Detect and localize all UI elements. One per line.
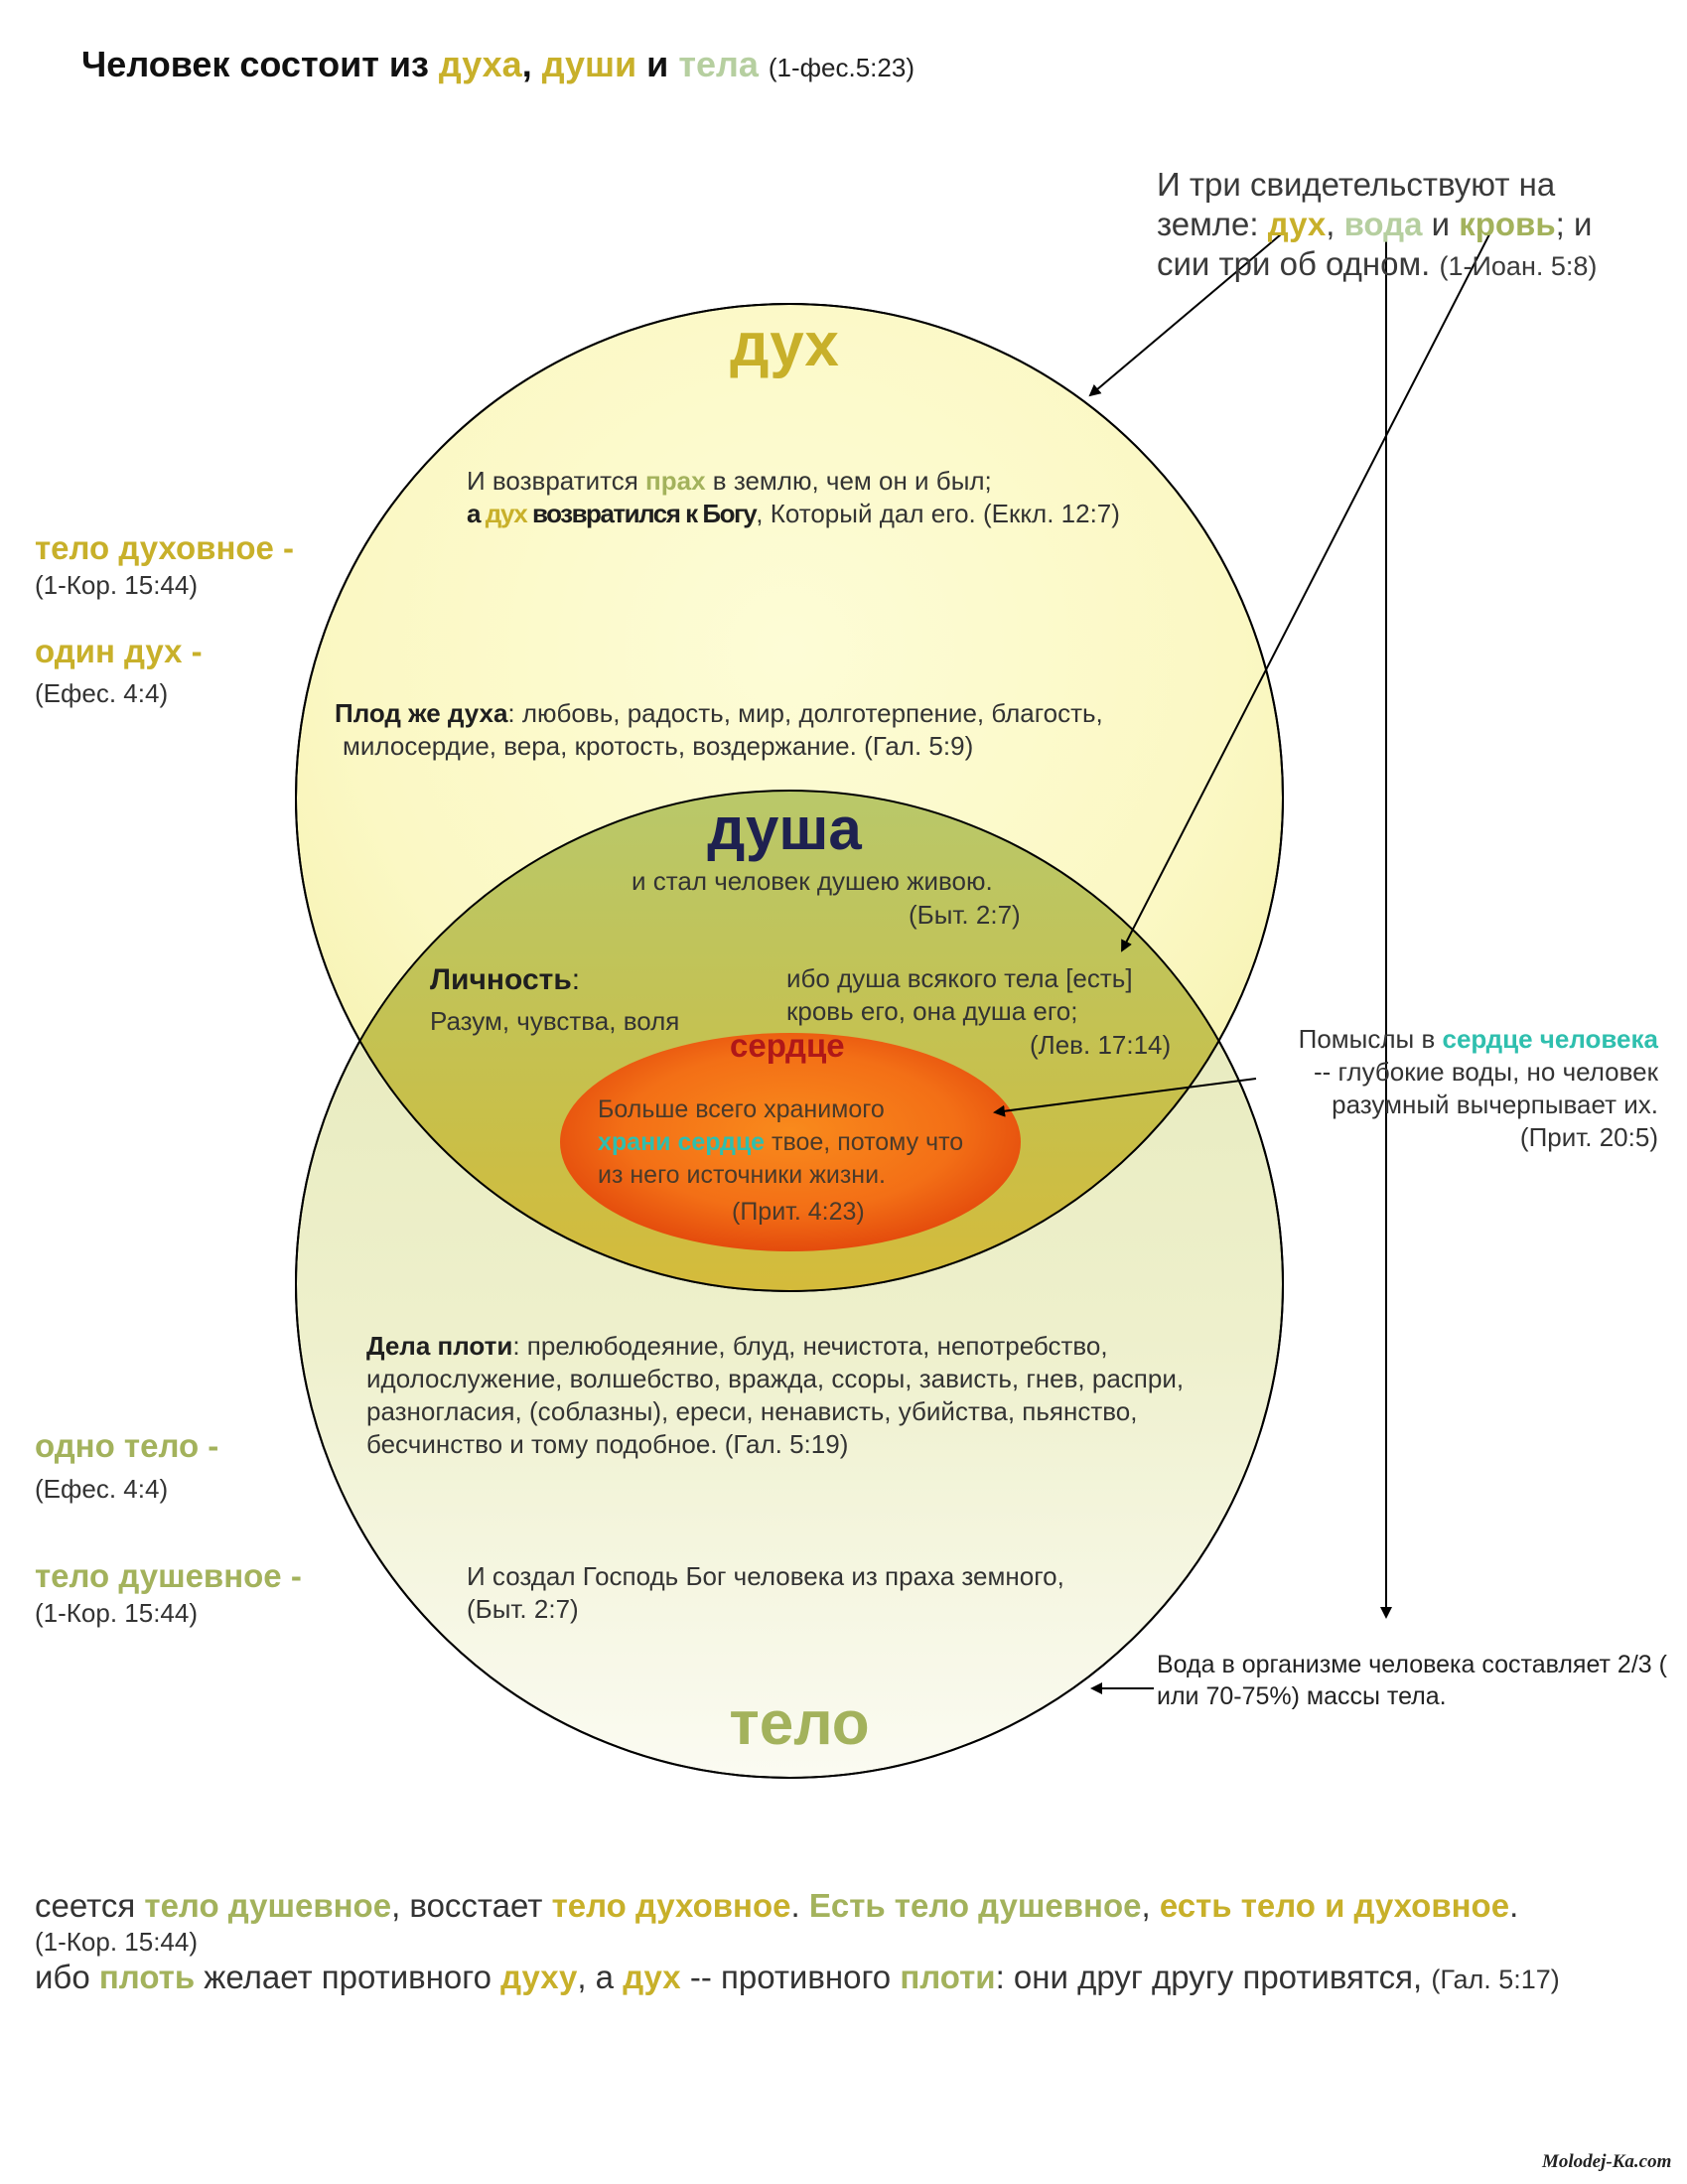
page-title: Человек состоит из духа, души и тела (1-…: [81, 44, 914, 84]
arrow-blood: [1121, 233, 1490, 952]
ref-one-body: (Ефес. 4:4): [35, 1474, 169, 1504]
title-ref: (1-фес.5:23): [768, 53, 914, 82]
genesis-dust-quote: И создал Господь Бог человека из праха з…: [467, 1561, 1064, 1624]
soul-lens: [296, 791, 1283, 1291]
genesis-living-soul: и стал человек душею живою.: [632, 866, 993, 896]
label-one-spirit: один дух -: [35, 633, 203, 669]
label-spiritual-body: тело духовное -: [35, 529, 295, 566]
arrow-spirit: [1088, 233, 1282, 397]
ref-spiritual-body: (1-Кор. 15:44): [35, 570, 199, 600]
proverb-deep-waters: Помыслы в сердце человека -- глубокие во…: [1298, 1024, 1658, 1152]
fruit-of-spirit: Плод же духа: любовь, радость, мир, долг…: [335, 698, 1103, 761]
leviticus-ref: (Лев. 17:14): [1030, 1030, 1172, 1060]
works-of-flesh: Дела плоти: прелюбодеяние, блуд, нечисто…: [366, 1331, 1185, 1459]
personality-text: Разум, чувства, воля: [430, 1006, 680, 1036]
water-note: Вода в организме человека составляет 2/3…: [1157, 1651, 1667, 1710]
heart-ellipse: [560, 1033, 1021, 1251]
corinthians-ref: (1-Кор. 15:44): [35, 1927, 199, 1957]
corinthians-quote: сеется тело душевное, восстает тело духо…: [35, 1887, 1519, 1924]
three-witnesses-quote: И три свидетельствуют на земле: дух, вод…: [1157, 166, 1598, 282]
genesis-living-soul-ref: (Быт. 2:7): [909, 900, 1021, 930]
leviticus-quote: ибо душа всякого тела [есть] кровь его, …: [786, 963, 1133, 1026]
personality-heading: Личность:: [430, 963, 581, 996]
arrow-heart: [993, 1078, 1257, 1117]
ref-natural-body: (1-Кор. 15:44): [35, 1598, 199, 1628]
watermark: Molodej-Ka.com: [1542, 2151, 1672, 2172]
label-one-body: одно тело -: [35, 1427, 219, 1464]
soul-title: душа: [707, 796, 862, 862]
spirit-title: дух: [730, 311, 839, 379]
ecclesiastes-quote: И возвратится прах в землю, чем он и был…: [467, 466, 1120, 528]
ref-one-spirit: (Ефес. 4:4): [35, 678, 169, 708]
heart-proverb: Больше всего хранимого храни сердце твое…: [598, 1095, 964, 1189]
heart-proverb-ref: (Прит. 4:23): [732, 1198, 865, 1226]
galatians-quote: ибо плоть желает противного духу, а дух …: [35, 1959, 1560, 1995]
body-title: тело: [729, 1689, 870, 1758]
heart-title: сердце: [730, 1027, 845, 1064]
label-natural-body: тело душевное -: [35, 1557, 302, 1594]
